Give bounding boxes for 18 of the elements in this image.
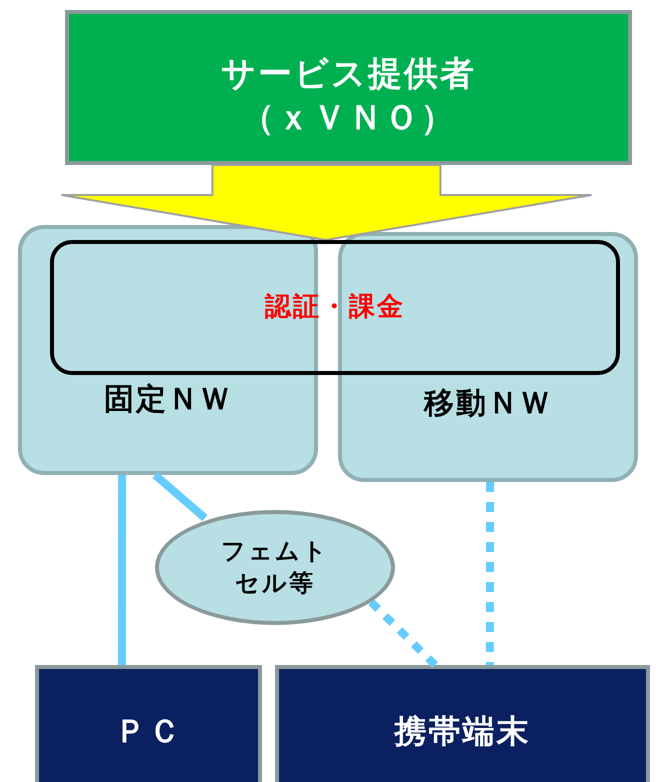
network-box <box>338 232 638 482</box>
node-label: 携帯端末 <box>394 711 530 752</box>
dotted-connector <box>486 482 494 665</box>
node-label: サービス提供者（ｘＶＮＯ） <box>220 53 477 140</box>
connector-line <box>152 472 208 522</box>
provider-box <box>65 10 632 165</box>
node-label: ＰＣ <box>114 711 182 752</box>
function-box <box>50 240 620 375</box>
terminal-box <box>35 665 262 782</box>
node-label: 移動ＮＷ <box>424 385 552 423</box>
block-arrow <box>60 164 592 242</box>
connector-line <box>118 475 126 665</box>
network-box <box>18 225 318 475</box>
node-label: 認証・課金 <box>265 290 405 324</box>
dotted-connector <box>368 599 438 668</box>
terminal-box <box>275 665 650 782</box>
node-label: 固定ＮＷ <box>104 381 232 419</box>
node-label: フェムトセル等 <box>220 536 330 598</box>
